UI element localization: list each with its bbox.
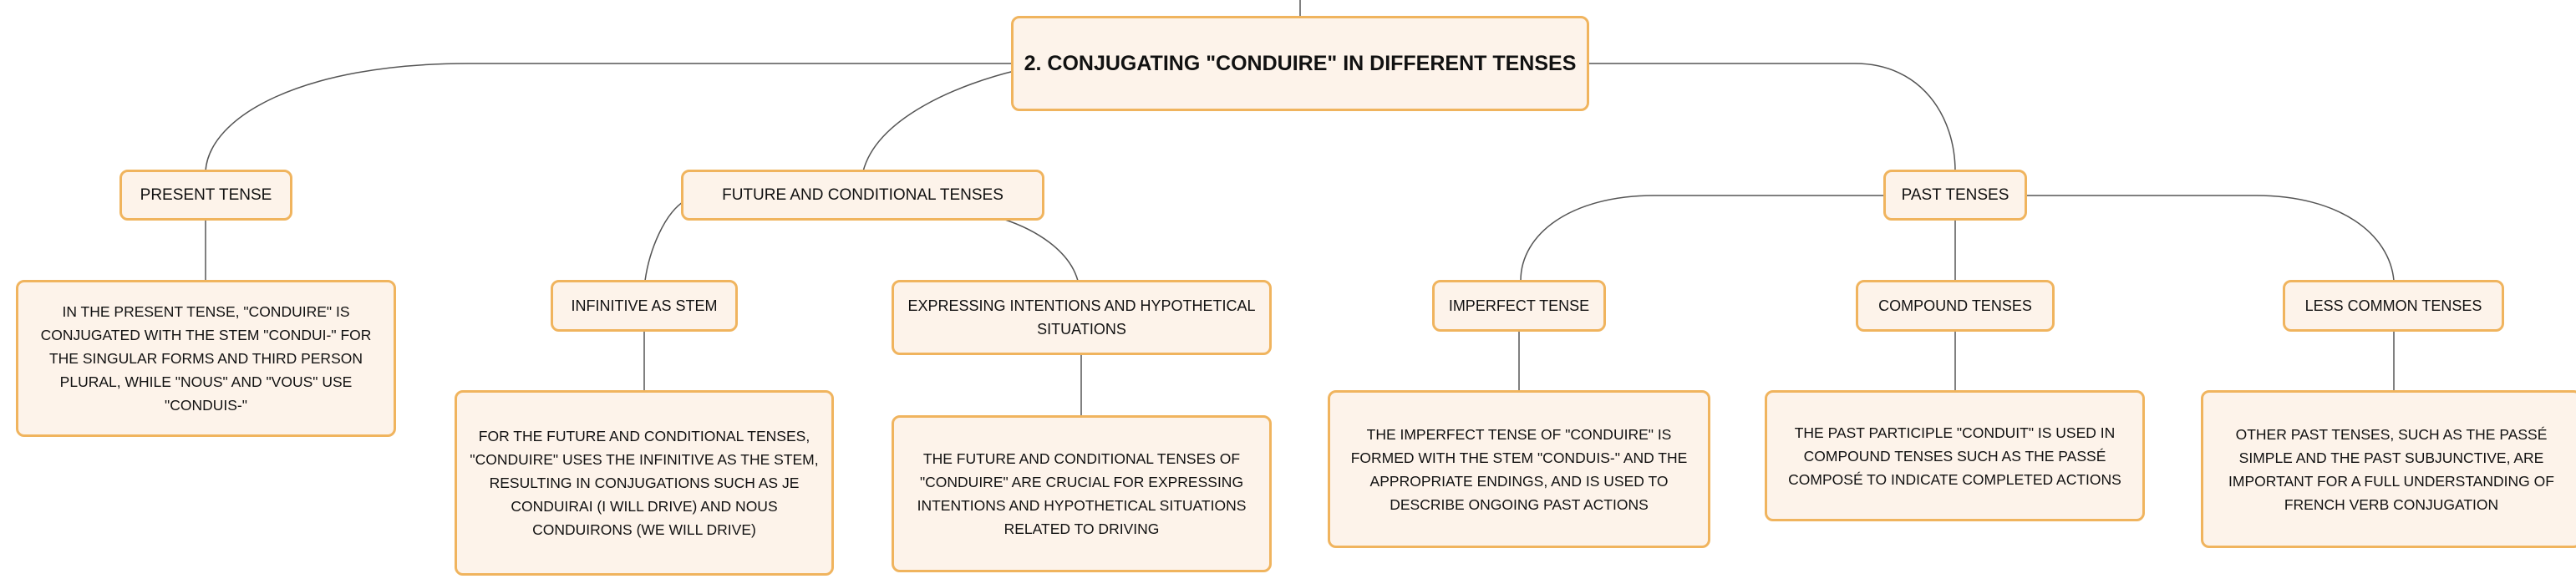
present-tense-detail[interactable]: IN THE PRESENT TENSE, "CONDUIRE" IS CONJ…: [16, 280, 396, 437]
subtopic-compound-tenses[interactable]: COMPOUND TENSES: [1856, 280, 2055, 332]
connector-past-less: [2026, 195, 2395, 282]
connector-future-infinitive: [644, 200, 686, 282]
subtopic-expressing-intentions[interactable]: EXPRESSING INTENTIONS AND HYPOTHETICAL S…: [892, 280, 1272, 355]
infinitive-as-stem-detail[interactable]: FOR THE FUTURE AND CONDITIONAL TENSES, "…: [455, 390, 834, 576]
connector-root-future: [862, 69, 1019, 172]
subtopic-infinitive-as-stem[interactable]: INFINITIVE AS STEM: [551, 280, 738, 332]
connector-past-imperfect: [1520, 195, 1884, 282]
compound-tenses-detail[interactable]: THE PAST PARTICIPLE "CONDUIT" IS USED IN…: [1765, 390, 2145, 521]
connector-future-expressing: [1002, 218, 1079, 282]
root-topic[interactable]: 2. CONJUGATING "CONDUIRE" IN DIFFERENT T…: [1011, 16, 1589, 111]
connector-root-present: [205, 63, 1018, 172]
expressing-intentions-detail[interactable]: THE FUTURE AND CONDITIONAL TENSES OF "CO…: [892, 415, 1272, 572]
branch-present-tense[interactable]: PRESENT TENSE: [119, 170, 292, 221]
subtopic-imperfect-tense[interactable]: IMPERFECT TENSE: [1432, 280, 1606, 332]
branch-past-tenses[interactable]: PAST TENSES: [1883, 170, 2027, 221]
less-common-tenses-detail[interactable]: OTHER PAST TENSES, SUCH AS THE PASSÉ SIM…: [2201, 390, 2576, 548]
branch-future-conditional[interactable]: FUTURE AND CONDITIONAL TENSES: [681, 170, 1044, 221]
subtopic-less-common-tenses[interactable]: LESS COMMON TENSES: [2283, 280, 2504, 332]
imperfect-tense-detail[interactable]: THE IMPERFECT TENSE OF "CONDUIRE" IS FOR…: [1328, 390, 1710, 548]
connector-root-past: [1579, 63, 1956, 172]
